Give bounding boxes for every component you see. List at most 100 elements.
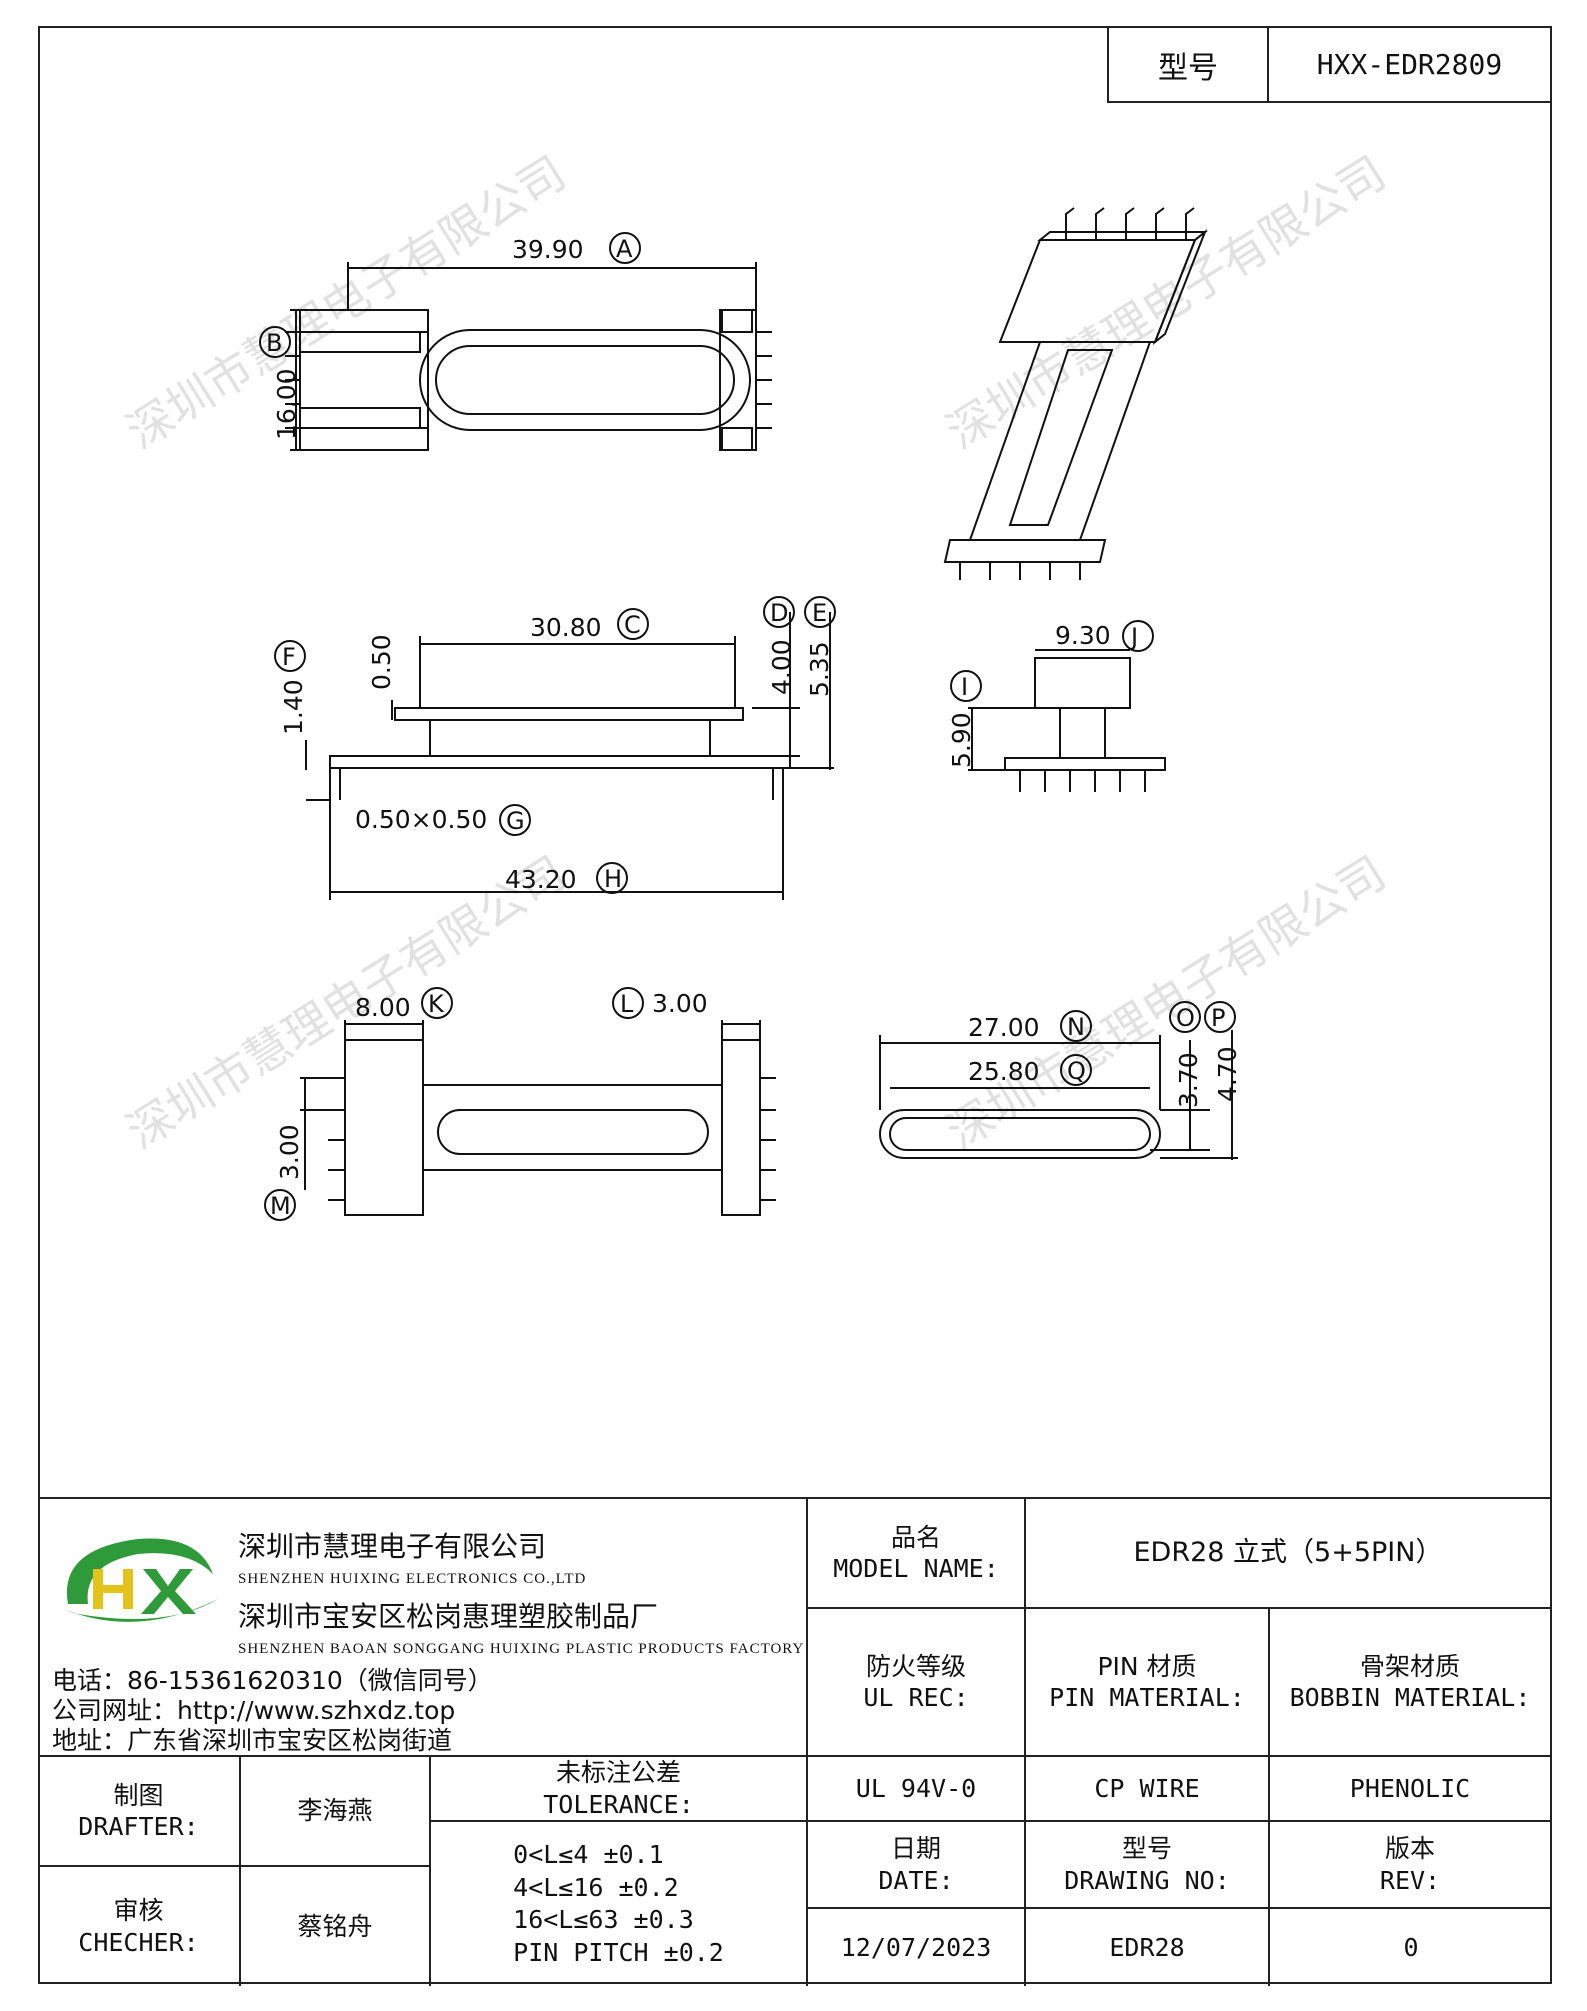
- label-h: H: [604, 865, 622, 893]
- pin-material-value-cell: CP WIRE: [1026, 1757, 1270, 1822]
- label-f: F: [282, 643, 296, 671]
- model-value: HXX-EDR2809: [1316, 48, 1503, 81]
- label-j: J: [1129, 623, 1138, 651]
- watermark-text: 深圳市慧理电子有限公司: [937, 145, 1395, 459]
- drafter-en: DRAFTER:: [78, 1812, 199, 1841]
- flange-step: [721, 309, 753, 333]
- bobbin-material-label-cell: 骨架材质 BOBBIN MATERIAL:: [1270, 1609, 1552, 1757]
- iso-bottom-pins: [959, 562, 1081, 580]
- ul-value-cell: UL 94V-0: [808, 1757, 1026, 1822]
- dim-d-value: 4.00: [767, 639, 796, 695]
- tolerance-line-2: 4<L≤16 ±0.2: [513, 1872, 679, 1902]
- ul-en: UL REC:: [863, 1683, 969, 1712]
- bobbin-material-en: BOBBIN MATERIAL:: [1289, 1683, 1531, 1712]
- dim-f-value: 1.40: [279, 679, 308, 735]
- label-g: G: [506, 807, 525, 835]
- dim-small-value: 0.50: [367, 634, 396, 690]
- factory-name-cn: 深圳市宝安区松岗惠理塑胶制品厂: [238, 1600, 659, 1633]
- tolerance-label-cell: 未标注公差 TOLERANCE:: [431, 1757, 808, 1822]
- front-view-core: [429, 719, 711, 757]
- label-m: M: [270, 1192, 291, 1220]
- drafter-name-cell: 李海燕: [241, 1757, 431, 1867]
- model-number-box: 型号 HXX-EDR2809: [1107, 26, 1552, 103]
- date-value: 12/07/2023: [840, 1932, 992, 1962]
- checker-label-cell: 审核 CHECHER:: [38, 1867, 241, 1986]
- date-label-cell: 日期 DATE:: [808, 1822, 1026, 1909]
- address-text: 地址：广东省深圳市宝安区松岗街道: [52, 1726, 453, 1755]
- label-q: Q: [1067, 1057, 1086, 1085]
- label-e: E: [812, 599, 827, 627]
- bobbin-material-value-cell: PHENOLIC: [1270, 1757, 1552, 1822]
- tolerance-lines: 0<L≤4 ±0.1 4<L≤16 ±0.2 16<L≤63 ±0.3 PIN …: [513, 1839, 724, 1969]
- date-cn: 日期: [890, 1834, 941, 1864]
- pin-material-cn: PIN 材质: [1097, 1651, 1197, 1681]
- top-view-pins-left: [285, 331, 300, 429]
- ul-cn: 防火等级: [865, 1651, 966, 1681]
- iso-window: [1008, 349, 1114, 526]
- flange-step: [299, 427, 429, 451]
- label-n: N: [1067, 1013, 1085, 1041]
- company-info: 深圳市慧理电子有限公司 SHENZHEN HUIXING ELECTRONICS…: [38, 1499, 808, 1757]
- date-value-cell: 12/07/2023: [808, 1909, 1026, 1986]
- dim-h-value: 43.20: [505, 865, 577, 894]
- pin-material-label-cell: PIN 材质 PIN MATERIAL:: [1026, 1609, 1270, 1757]
- core-outline-view: 27.00 N 25.80 Q 3.70 O 4.70 P: [879, 1001, 1242, 1160]
- logo-swoosh: [66, 1538, 213, 1604]
- label-a: A: [616, 235, 633, 263]
- top-view-core-inner: [435, 345, 735, 415]
- drawing-no-cn: 型号: [1121, 1834, 1172, 1864]
- model-label: 型号: [1109, 28, 1269, 101]
- tolerance-line-4: PIN PITCH ±0.2: [513, 1937, 724, 1967]
- core-outline-inner: [889, 1117, 1151, 1151]
- logo-h-bar: [93, 1585, 131, 1593]
- dim-j-value: 9.30: [1055, 621, 1111, 650]
- top-view-slot: [299, 331, 421, 353]
- isometric-view: [943, 207, 1208, 580]
- checker-en: CHECHER:: [78, 1927, 199, 1957]
- ul-label-cell: 防火等级 UL REC:: [808, 1609, 1026, 1757]
- bottom-view-window: [437, 1109, 709, 1155]
- drafter-cn: 制图: [113, 1780, 164, 1810]
- checker-cn: 审核: [113, 1896, 164, 1926]
- tolerance-values-cell: 0<L≤4 ±0.1 4<L≤16 ±0.2 16<L≤63 ±0.3 PIN …: [431, 1822, 808, 1986]
- label-d: D: [770, 599, 788, 627]
- drawing-no-label-cell: 型号 DRAWING NO:: [1026, 1822, 1270, 1909]
- bottom-view-body: [422, 1084, 723, 1171]
- model-name-value: EDR28 立式（5+5PIN）: [1133, 1537, 1443, 1569]
- label-c: C: [624, 611, 641, 639]
- dim-p-value: 4.70: [1213, 1046, 1242, 1102]
- label-k: K: [428, 990, 445, 1018]
- company-name-cn: 深圳市慧理电子有限公司: [238, 1530, 547, 1563]
- ul-value: UL 94V-0: [855, 1773, 977, 1803]
- side-view-core: [1059, 707, 1106, 759]
- bobbin-material-value: PHENOLIC: [1349, 1773, 1471, 1803]
- bottom-view-left-flange: [344, 1039, 424, 1216]
- title-block: 深圳市慧理电子有限公司 SHENZHEN HUIXING ELECTRONICS…: [38, 1497, 1552, 1986]
- rev-label-cell: 版本 REV:: [1270, 1822, 1552, 1909]
- tolerance-cn: 未标注公差: [555, 1758, 681, 1788]
- label-p: P: [1211, 1004, 1225, 1032]
- dim-b-value: 16.00: [272, 368, 301, 440]
- dim-m-value: 3.00: [275, 1124, 304, 1180]
- tolerance-line-1: 0<L≤4 ±0.1: [513, 1840, 664, 1869]
- top-view: 39.90 A 16.00 B: [259, 232, 772, 451]
- label-i: I: [961, 673, 968, 701]
- company-name-en: SHENZHEN HUIXING ELECTRONICS CO.,LTD: [238, 1571, 587, 1587]
- dim-n-value: 27.00: [968, 1013, 1040, 1042]
- dim-o-value: 3.70: [1174, 1052, 1203, 1108]
- model-name-label-cell: 品名 MODEL NAME:: [808, 1499, 1026, 1609]
- watermark-text: 深圳市慧理电子有限公司: [117, 145, 575, 459]
- dim-c-value: 30.80: [530, 613, 602, 642]
- dim-a-value: 39.90: [512, 235, 584, 264]
- pin-material-value: CP WIRE: [1094, 1773, 1200, 1803]
- rev-value-cell: 0: [1270, 1909, 1552, 1986]
- company-logo: [63, 1538, 218, 1622]
- checker-name: 蔡铭舟: [297, 1911, 373, 1941]
- website-link[interactable]: 公司网址：http://www.szhxdz.top: [52, 1696, 456, 1725]
- front-view-base-flange: [329, 755, 791, 769]
- bottom-view-pins-right: [760, 1077, 776, 1201]
- watermark-text: 深圳市慧理电子有限公司: [937, 845, 1395, 1159]
- date-en: DATE:: [878, 1865, 954, 1895]
- side-view-pins: [1019, 770, 1146, 792]
- iso-bottom-flange: [943, 539, 1107, 563]
